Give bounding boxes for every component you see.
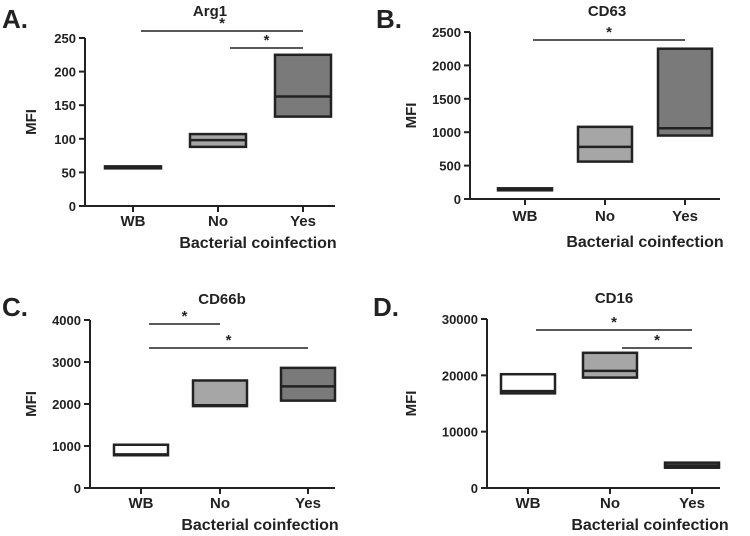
panel-3-y-axis-label: MFI — [23, 391, 40, 417]
panel-2-box-no — [576, 125, 634, 163]
panel-4-significance-star-1: * — [611, 314, 617, 331]
panel-1-category-label-wb: WB — [121, 213, 146, 230]
panel-3-category-label-no: No — [210, 495, 230, 512]
panel-4-x-axis-label: Bacterial coinfection — [571, 517, 728, 534]
panel-3-significance-star-1: * — [182, 308, 188, 325]
panel-3-y-tick-label-0: 0 — [74, 481, 81, 496]
panel-2-y-tick-label-3: 1500 — [432, 92, 461, 107]
panel-1-y-tick-label-5: 250 — [54, 31, 76, 46]
panel-1-significance-star-1: * — [219, 15, 225, 32]
panel-2-y-tick-label-1: 500 — [439, 159, 461, 174]
panel-4-letter: D. — [373, 292, 399, 322]
panel-1-y-tick-label-2: 100 — [54, 132, 76, 147]
panel-2-category-label-yes: Yes — [672, 208, 698, 225]
panel-2-letter: B. — [376, 4, 402, 34]
panel-3-y-tick-label-2: 2000 — [52, 397, 81, 412]
panel-1-y-tick-label-4: 200 — [54, 65, 76, 80]
panel-1-x-axis-label: Bacterial coinfection — [179, 235, 336, 252]
panel-2-box-yes — [656, 47, 714, 137]
panel-2-y-tick-label-0: 0 — [454, 192, 461, 207]
panel-2-category-label-wb: WB — [513, 208, 538, 225]
panel-1-letter: A. — [2, 4, 28, 34]
panel-2-y-tick-label-2: 1000 — [432, 125, 461, 140]
panel-1-title: Arg1 — [193, 3, 227, 20]
panel-3-significance-star-2: * — [226, 332, 232, 349]
panel-4-category-label-wb: WB — [516, 495, 541, 512]
panel-3-box-yes — [279, 366, 337, 402]
panel-4-y-tick-label-3: 30000 — [442, 312, 478, 327]
panel-2-title: CD63 — [588, 3, 626, 20]
panel-1-y-tick-label-3: 150 — [54, 98, 76, 113]
panel-1-box-yes — [273, 53, 333, 118]
panel-4-title: CD16 — [595, 290, 633, 307]
panel-1-significance-star-2: * — [264, 32, 270, 49]
panel-1-y-tick-label-1: 50 — [62, 165, 76, 180]
panel-1-category-label-yes: Yes — [290, 213, 316, 230]
panel-3-y-tick-label-4: 4000 — [52, 313, 81, 328]
panel-3-category-label-wb: WB — [129, 495, 154, 512]
panel-2-y-tick-label-5: 2500 — [432, 25, 461, 40]
panel-3-y-tick-label-3: 3000 — [52, 355, 81, 370]
panel-4-category-label-no: No — [600, 495, 620, 512]
panel-3-letter: C. — [2, 292, 28, 322]
panel-3-y-tick-label-1: 1000 — [52, 439, 81, 454]
panel-1-category-label-no: No — [208, 213, 228, 230]
panel-4-y-tick-label-2: 20000 — [442, 368, 478, 383]
panel-2-y-axis-label: MFI — [403, 103, 420, 129]
panel-4-y-tick-label-0: 0 — [471, 481, 478, 496]
panel-4-y-tick-label-1: 10000 — [442, 425, 478, 440]
panel-4-significance-star-2: * — [654, 332, 660, 349]
panel-3-title: CD66b — [198, 291, 246, 308]
panel-2-significance-star-1: * — [606, 24, 612, 41]
panel-4-box-no — [581, 351, 639, 379]
panel-3-category-label-yes: Yes — [295, 495, 321, 512]
panel-2-y-tick-label-4: 2000 — [432, 58, 461, 73]
panel-1-y-axis-label: MFI — [23, 109, 40, 135]
panel-4-y-axis-label: MFI — [403, 391, 420, 417]
panel-4-category-label-yes: Yes — [679, 495, 705, 512]
panel-2-x-axis-label: Bacterial coinfection — [566, 234, 723, 251]
panel-2-category-label-no: No — [595, 208, 615, 225]
panel-1-y-tick-label-0: 0 — [69, 199, 76, 214]
panel-3-box-no — [191, 379, 249, 408]
panel-4-box-wb — [499, 372, 557, 395]
panel-3-x-axis-label: Bacterial coinfection — [181, 517, 338, 534]
